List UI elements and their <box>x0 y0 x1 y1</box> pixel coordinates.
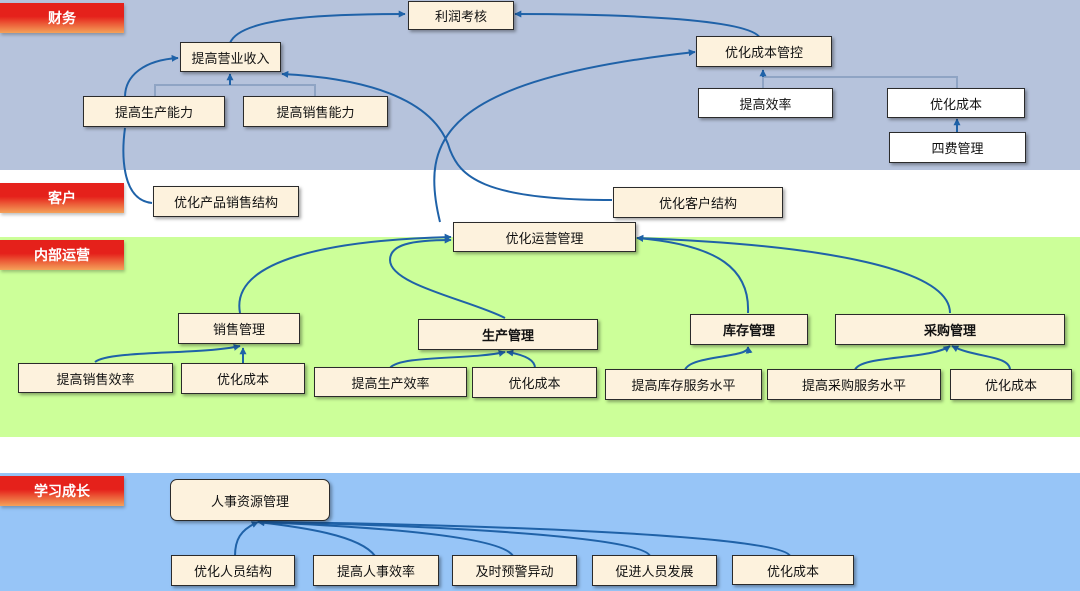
node-optimize-staff-structure: 优化人员结构 <box>171 555 295 586</box>
arrow-customer-structure-to-revenue <box>281 70 613 201</box>
arrow-operations-to-cost-control <box>433 49 696 223</box>
node-inventory-management: 库存管理 <box>690 314 808 345</box>
node-profit-review: 利润考核 <box>408 1 514 30</box>
arrow-inventory-to-operations <box>636 235 750 314</box>
node-timely-warning: 及时预警异动 <box>452 555 577 586</box>
node-optimize-customer-structure: 优化客户结构 <box>613 187 783 218</box>
arrow-product-structure-to-revenue <box>122 127 153 204</box>
node-optimize-cost-production: 优化成本 <box>472 367 597 398</box>
node-optimize-cost-sales: 优化成本 <box>181 363 305 394</box>
node-improve-production-efficiency: 提高生产效率 <box>314 367 467 397</box>
arrow-procurement-service-to-procurement <box>854 345 951 371</box>
node-optimize-cost-finance: 优化成本 <box>887 88 1025 118</box>
arrow-sales-efficiency-to-sales <box>94 343 241 363</box>
node-improve-sales-efficiency: 提高销售效率 <box>18 363 173 393</box>
arrow-procurement-to-operations <box>636 234 951 314</box>
node-improve-procurement-service-level: 提高采购服务水平 <box>767 369 941 400</box>
section-label-operations: 内部运营 <box>0 240 124 270</box>
tree-cost-control-bracket <box>762 76 958 89</box>
node-hr-management: 人事资源管理 <box>170 479 330 521</box>
node-optimize-operations-management: 优化运营管理 <box>453 222 636 252</box>
arrow-hr-efficiency-to-hr <box>257 519 376 557</box>
node-improve-hr-efficiency: 提高人事效率 <box>313 555 439 586</box>
arrow-hr-cost-to-hr <box>257 518 791 557</box>
arrow-cost-control-to-profit <box>514 10 761 39</box>
node-increase-revenue: 提高营业收入 <box>180 42 281 72</box>
arrow-production-cost-to-production <box>506 349 536 369</box>
node-sales-management: 销售管理 <box>178 313 300 344</box>
arrow-production-efficiency-to-production <box>389 349 506 369</box>
node-production-management: 生产管理 <box>418 319 598 350</box>
node-four-fees-management: 四费管理 <box>889 132 1026 163</box>
section-label-finance: 财务 <box>0 3 124 33</box>
node-optimize-product-sales-structure: 优化产品销售结构 <box>153 186 299 217</box>
arrow-sales-to-operations <box>238 233 452 314</box>
node-optimize-cost-hr: 优化成本 <box>732 555 854 585</box>
arrow-inventory-service-to-inventory <box>684 346 753 371</box>
node-optimize-cost-control: 优化成本管控 <box>696 36 832 67</box>
node-improve-inventory-service-level: 提高库存服务水平 <box>605 369 762 400</box>
arrow-staff-development-to-hr <box>257 518 651 557</box>
node-optimize-cost-procurement: 优化成本 <box>950 369 1072 400</box>
arrow-production-capacity-to-revenue <box>124 54 179 98</box>
section-label-learning: 学习成长 <box>0 476 124 506</box>
arrow-production-to-operations <box>388 236 506 319</box>
tree-revenue-bracket <box>154 75 316 97</box>
section-label-customer: 客户 <box>0 183 124 213</box>
node-procurement-management: 采购管理 <box>835 314 1065 345</box>
node-improve-efficiency: 提高效率 <box>698 88 833 118</box>
arrow-revenue-to-profit <box>229 10 406 44</box>
arrow-procurement-cost-to-procurement <box>951 345 1011 371</box>
arrow-staff-structure-to-hr <box>234 521 259 557</box>
node-improve-production-capacity: 提高生产能力 <box>83 96 225 127</box>
node-promote-staff-development: 促进人员发展 <box>592 555 717 586</box>
node-improve-sales-capacity: 提高销售能力 <box>243 96 388 127</box>
